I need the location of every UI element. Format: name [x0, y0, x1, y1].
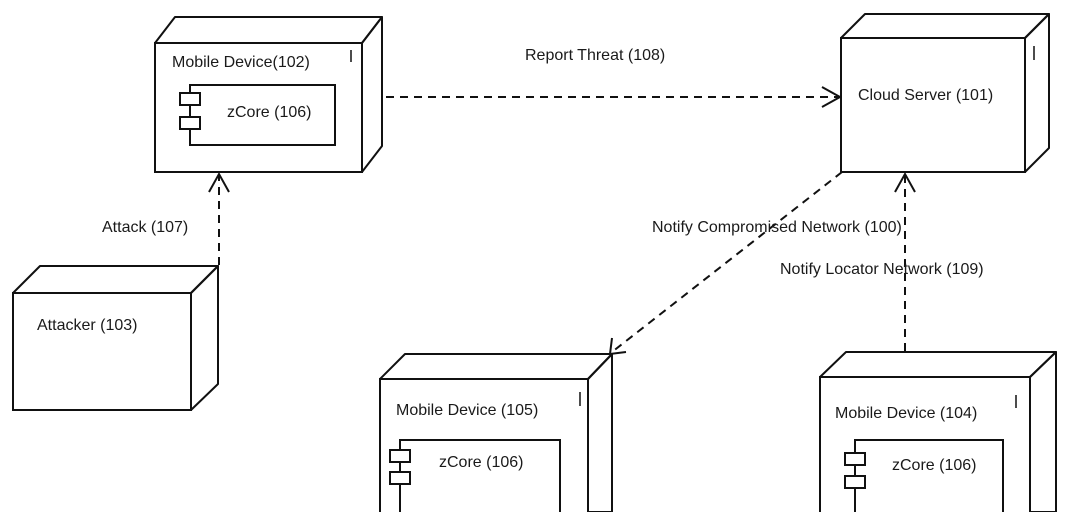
component-port-icon — [844, 452, 866, 466]
component-port-icon — [389, 471, 411, 485]
node-title: Mobile Device (105) — [396, 402, 538, 419]
node-top-face — [819, 351, 1057, 378]
node-top-face — [12, 265, 219, 294]
node-mobile-device-104: Mobile Device (104) zCore (106) — [819, 351, 1057, 512]
arrowhead-icon — [208, 171, 230, 193]
node-title: Mobile Device(102) — [172, 54, 310, 71]
node-side-face — [1029, 351, 1057, 512]
node-front-face — [840, 37, 1026, 173]
node-title: Cloud Server (101) — [858, 87, 993, 104]
component-port-icon — [179, 116, 201, 130]
node-mobile-device-102: Mobile Device(102) zCore (106) — [154, 16, 383, 173]
node-top-face — [154, 16, 383, 44]
edge-notify-compromised: Notify Compromised Network (100) — [608, 171, 902, 356]
node-side-face — [1024, 13, 1050, 173]
component-port-icon — [389, 449, 411, 463]
edge-notify-locator: Notify Locator Network (109) — [780, 171, 984, 351]
edge-label: Report Threat (108) — [525, 47, 665, 64]
component-port-icon — [844, 475, 866, 489]
node-cloud-server-101: Cloud Server (101) — [840, 13, 1050, 173]
component-label: zCore (106) — [439, 454, 523, 471]
arrowhead-icon — [608, 337, 627, 356]
component-zcore-105: zCore (106) — [389, 439, 561, 512]
component-label: zCore (106) — [227, 104, 311, 121]
arrowhead-icon — [894, 171, 916, 193]
node-attacker-103: Attacker (103) — [12, 265, 219, 411]
node-top-face — [379, 353, 613, 380]
node-front-face — [12, 292, 192, 411]
edge-attack: Attack (107) — [102, 171, 230, 265]
edge-label: Notify Locator Network (109) — [780, 261, 984, 278]
node-title: Mobile Device (104) — [835, 405, 977, 422]
edge-label: Notify Compromised Network (100) — [652, 219, 902, 236]
component-port-icon — [179, 92, 201, 106]
node-side-face — [361, 16, 383, 173]
node-side-face — [190, 265, 219, 411]
component-zcore-102: zCore (106) — [179, 84, 336, 146]
edge-label: Attack (107) — [102, 219, 188, 236]
component-label: zCore (106) — [892, 457, 976, 474]
arrowhead-icon — [821, 86, 843, 108]
edge-report-threat: Report Threat (108) — [386, 47, 843, 108]
node-side-face — [587, 353, 613, 512]
node-mobile-device-105: Mobile Device (105) zCore (106) — [379, 353, 613, 512]
node-top-face — [840, 13, 1050, 39]
component-zcore-104: zCore (106) — [844, 439, 1004, 512]
node-title: Attacker (103) — [37, 317, 137, 334]
